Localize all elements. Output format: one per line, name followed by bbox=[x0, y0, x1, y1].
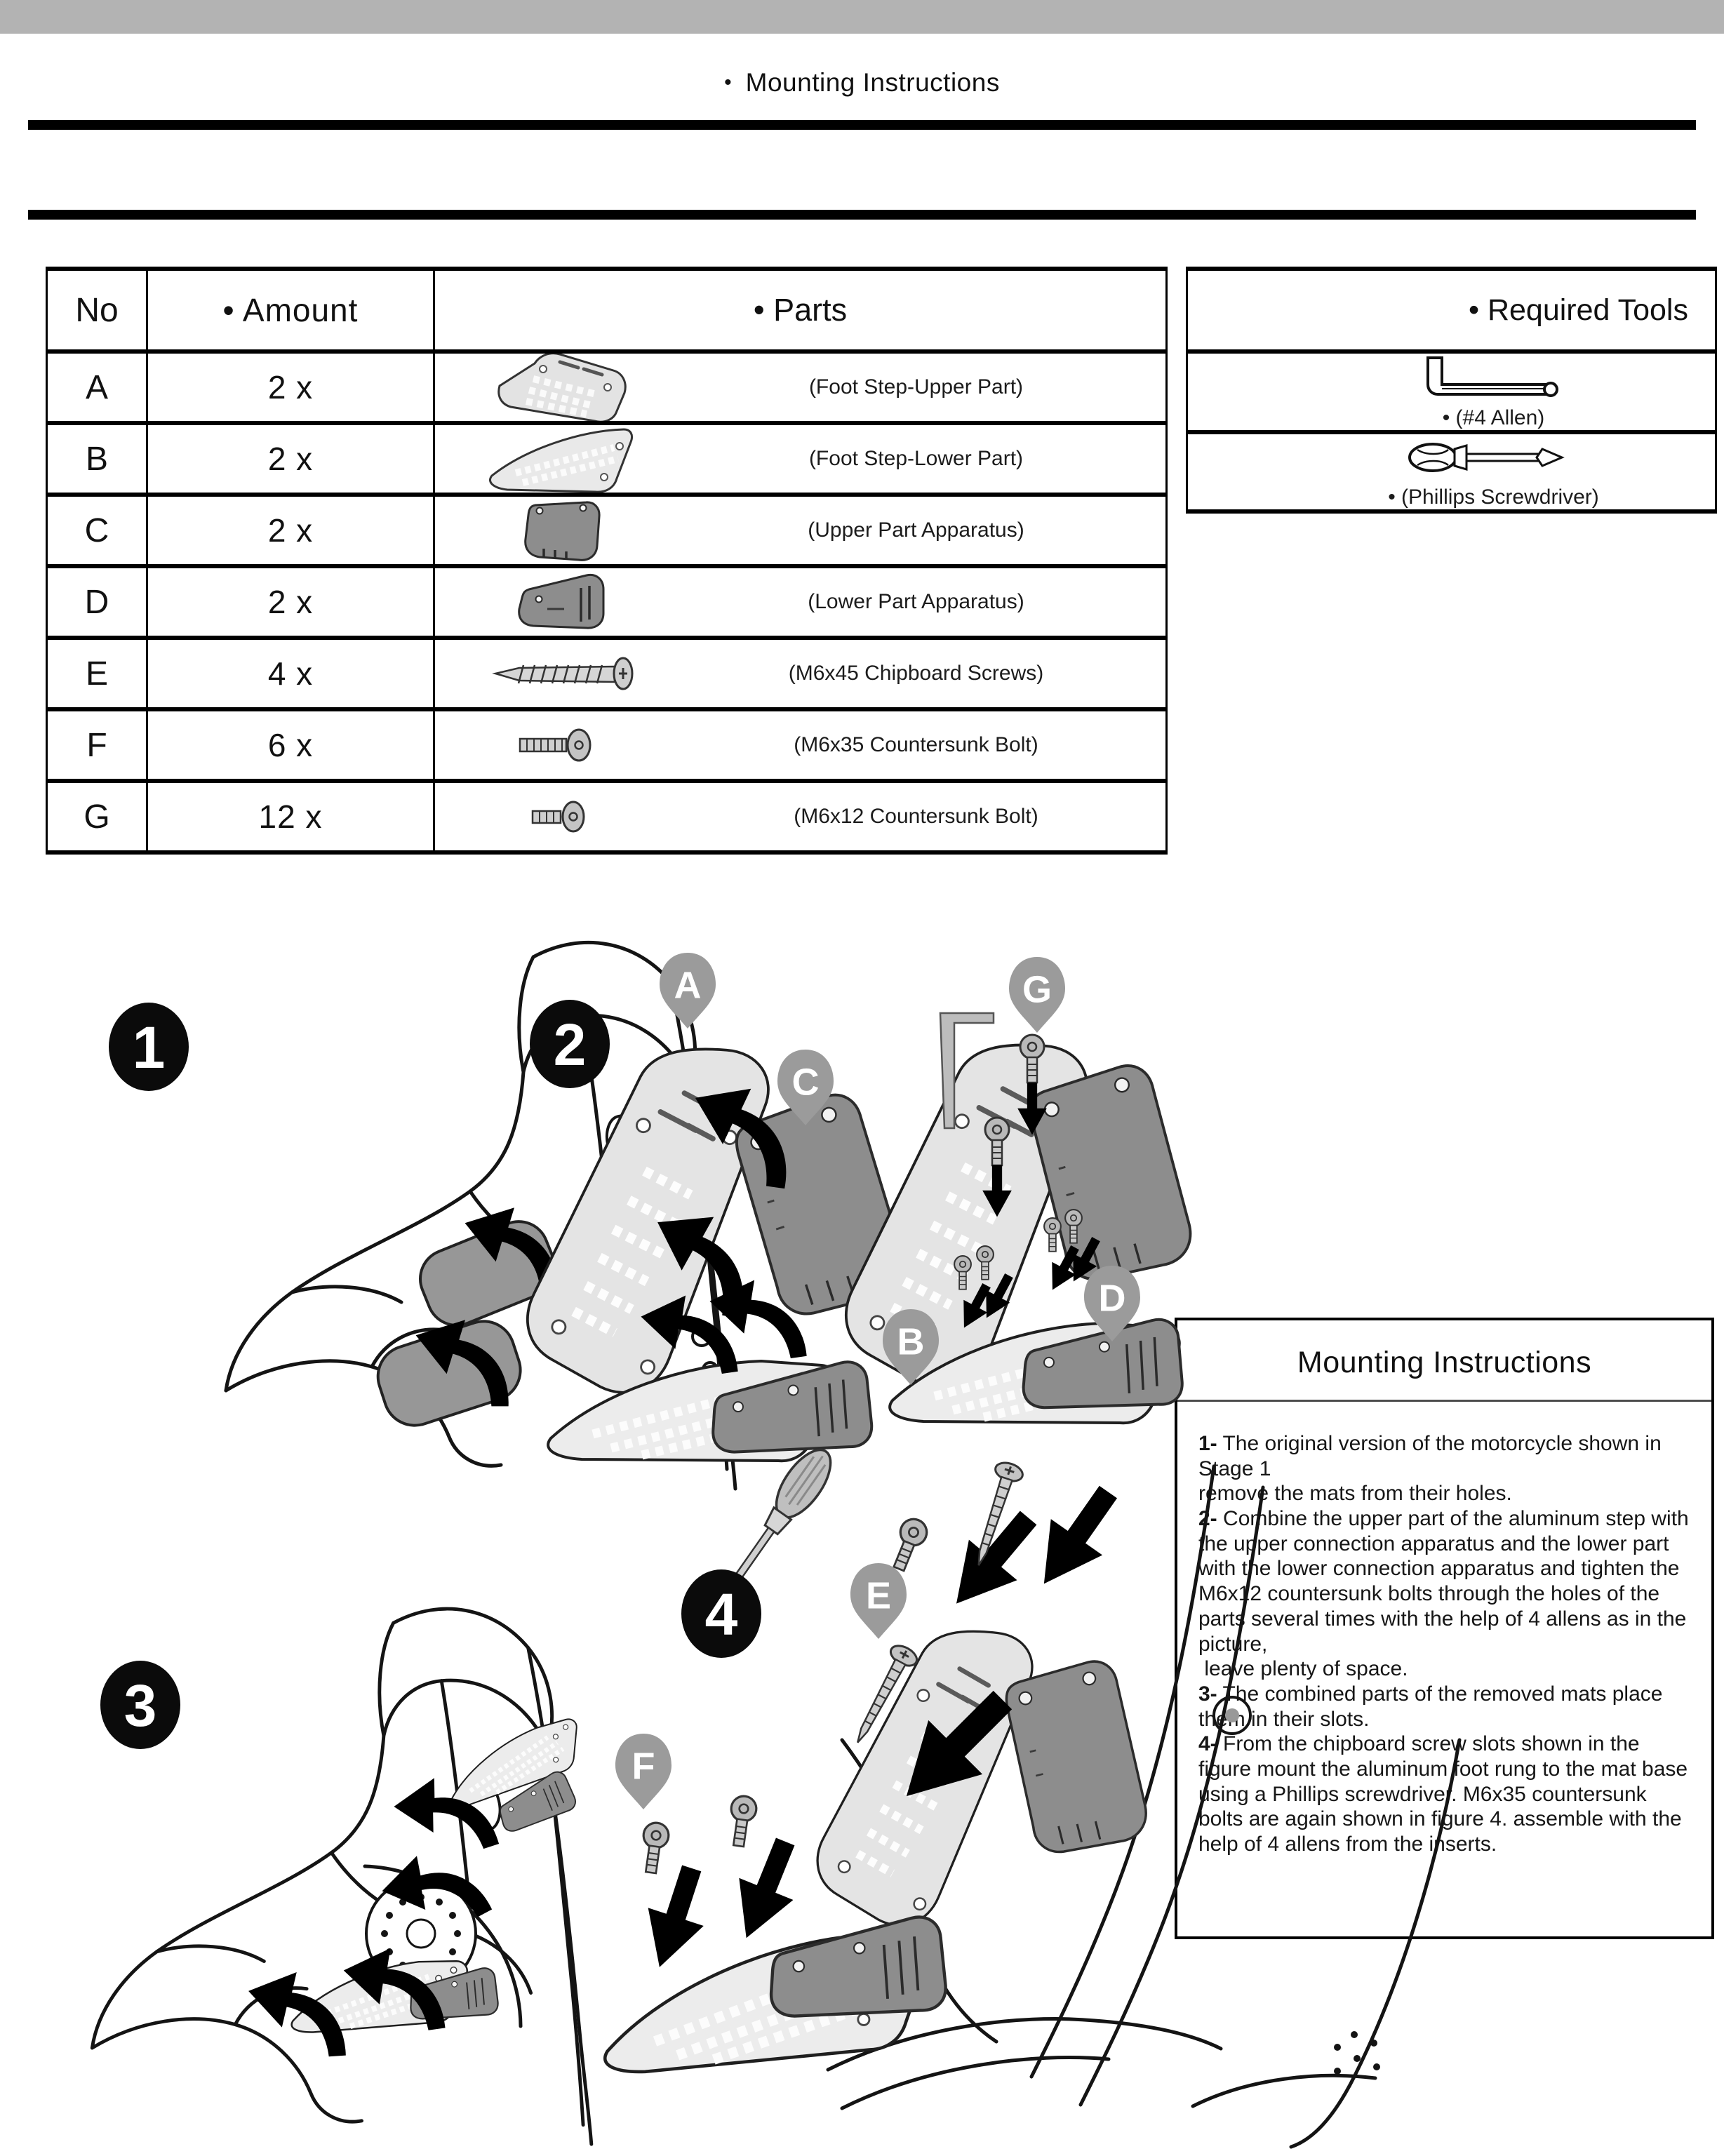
countersunk-bolt-short-icon bbox=[435, 792, 688, 841]
part-pin-f: F bbox=[615, 1734, 671, 1809]
figure-step-1: 1 bbox=[109, 942, 735, 1489]
instructions-title: Mounting Instructions bbox=[1177, 1320, 1711, 1402]
table-row: E 4 x (M6x45 Chipboard Screws) bbox=[46, 636, 1168, 711]
part-amount: 4 x bbox=[146, 636, 435, 711]
m6x12-bolt bbox=[1043, 1217, 1062, 1252]
part-amount: 2 x bbox=[146, 349, 435, 425]
tool-name: • (#4 Allen) bbox=[1442, 406, 1545, 429]
table-row: C 2 x (Upper Part Apparatus) bbox=[46, 493, 1168, 568]
required-tools-table: • Required Tools • (#4 Allen) bbox=[1186, 267, 1717, 514]
part-name: (Foot Step-Lower Part) bbox=[808, 447, 1024, 470]
table-row: F 6 x (M6x35 Countersunk Bolt) bbox=[46, 707, 1168, 783]
svg-text:3: 3 bbox=[124, 1673, 157, 1739]
figure-step-4: E F 4 bbox=[595, 1440, 1462, 2149]
part-name: (Foot Step-Upper Part) bbox=[808, 375, 1024, 399]
parts-table: No • Amount • Parts A 2 x (Foot Step-Upp… bbox=[46, 267, 1168, 855]
tool-name: • (Phillips Screwdriver) bbox=[1388, 486, 1599, 509]
allen-key bbox=[939, 1012, 995, 1130]
chipboard-screw-icon bbox=[435, 648, 688, 699]
part-letter: F bbox=[46, 707, 148, 783]
allen-key-icon bbox=[1418, 354, 1569, 405]
title-bullet: • bbox=[724, 71, 732, 94]
lower-apparatus bbox=[766, 1915, 947, 2021]
svg-text:C: C bbox=[792, 1061, 820, 1103]
part-letter: G bbox=[46, 779, 148, 855]
part-name: (M6x45 Chipboard Screws) bbox=[788, 662, 1044, 685]
mount-arrow-icon bbox=[719, 1830, 813, 1949]
table-row: B 2 x (Foot Step-Lower Part) bbox=[46, 421, 1168, 497]
mounting-instructions-box: Mounting Instructions 1- The original ve… bbox=[1175, 1318, 1714, 1939]
horizontal-rule-top bbox=[28, 120, 1696, 130]
part-letter: C bbox=[46, 493, 148, 568]
svg-text:G: G bbox=[1022, 968, 1052, 1010]
part-amount: 6 x bbox=[146, 707, 435, 783]
upper-apparatus bbox=[1018, 1058, 1203, 1292]
col-header-parts: • Parts bbox=[433, 267, 1168, 354]
part-pin-e: E bbox=[850, 1563, 907, 1639]
part-name: (Lower Part Apparatus) bbox=[808, 590, 1024, 613]
part-pin-a: A bbox=[660, 953, 716, 1029]
assembly-figures: 1 2 A C G bbox=[0, 898, 1462, 2149]
mount-arrow-icon bbox=[632, 1859, 720, 1976]
tools-header: • Required Tools bbox=[1186, 267, 1717, 354]
svg-text:4: 4 bbox=[705, 1581, 738, 1647]
part-letter: A bbox=[46, 349, 148, 425]
part-letter: D bbox=[46, 564, 148, 640]
table-row: • (Phillips Screwdriver) bbox=[1186, 430, 1717, 514]
scooter-floorboard-outline bbox=[826, 1464, 1462, 2149]
lower-apparatus-icon bbox=[435, 570, 688, 634]
step-2-badge: 2 bbox=[530, 1000, 610, 1088]
col-header-no: No bbox=[46, 267, 148, 354]
part-pin-g: G bbox=[1009, 957, 1065, 1033]
figure-step-2: 2 A C G bbox=[514, 953, 1203, 1461]
table-row: G 12 x (M6x12 Countersunk Bolt) bbox=[46, 779, 1168, 855]
part-letter: E bbox=[46, 636, 148, 711]
instruction-step-2: 2- Combine the upper part of the aluminu… bbox=[1198, 1507, 1689, 1681]
instruction-step-3: 3- The combined parts of the removed mat… bbox=[1198, 1682, 1669, 1731]
page-title: • Mounting Instructions bbox=[724, 68, 1000, 97]
m6x35-bolt bbox=[725, 1793, 759, 1849]
top-gray-bar bbox=[0, 0, 1724, 34]
table-row: • (#4 Allen) bbox=[1186, 349, 1717, 434]
svg-text:1: 1 bbox=[133, 1015, 166, 1080]
part-pin-b: B bbox=[883, 1309, 939, 1385]
svg-text:F: F bbox=[632, 1745, 655, 1787]
part-name: (M6x35 Countersunk Bolt) bbox=[794, 733, 1038, 756]
m6x35-bolt bbox=[885, 1514, 932, 1575]
part-letter: B bbox=[46, 421, 148, 497]
svg-text:E: E bbox=[866, 1574, 891, 1616]
parts-table-header: No • Amount • Parts bbox=[46, 267, 1168, 354]
countersunk-bolt-long-icon bbox=[435, 721, 688, 770]
mount-arrow-icon bbox=[247, 1969, 346, 2062]
table-row: D 2 x (Lower Part Apparatus) bbox=[46, 564, 1168, 640]
step-4-badge: 4 bbox=[681, 1569, 761, 1658]
part-name: (M6x12 Countersunk Bolt) bbox=[794, 805, 1038, 828]
part-amount: 2 x bbox=[146, 564, 435, 640]
m6x35-bolt bbox=[637, 1820, 671, 1876]
part-pin-c: C bbox=[777, 1050, 834, 1125]
upper-apparatus-icon bbox=[435, 498, 688, 563]
part-amount: 2 x bbox=[146, 421, 435, 497]
mount-arrow-icon bbox=[1018, 1473, 1135, 1602]
figure-step-3: 3 bbox=[92, 1609, 591, 2144]
foot-step-upper-icon bbox=[435, 354, 688, 421]
instruction-step-4: 4- From the chipboard screw slots shown … bbox=[1198, 1732, 1694, 1856]
svg-text:B: B bbox=[897, 1320, 925, 1362]
part-amount: 2 x bbox=[146, 493, 435, 568]
step-3-badge: 3 bbox=[100, 1661, 180, 1749]
svg-text:A: A bbox=[674, 964, 702, 1006]
svg-text:2: 2 bbox=[554, 1012, 587, 1078]
table-row: A 2 x (Foot Step-Upper Part) bbox=[46, 349, 1168, 425]
part-amount: 12 x bbox=[146, 779, 435, 855]
assembled-apparatus bbox=[996, 1655, 1156, 1863]
part-pin-d: D bbox=[1084, 1266, 1140, 1341]
step-1-badge: 1 bbox=[109, 1003, 189, 1091]
svg-text:D: D bbox=[1099, 1277, 1126, 1319]
horizontal-rule-second bbox=[28, 210, 1696, 220]
col-header-amount: • Amount bbox=[146, 267, 435, 354]
phillips-screwdriver-icon bbox=[1406, 434, 1582, 484]
foot-step-lower-icon bbox=[435, 425, 688, 493]
instructions-body: 1- The original version of the motorcycl… bbox=[1177, 1402, 1711, 1857]
part-name: (Upper Part Apparatus) bbox=[808, 518, 1024, 542]
